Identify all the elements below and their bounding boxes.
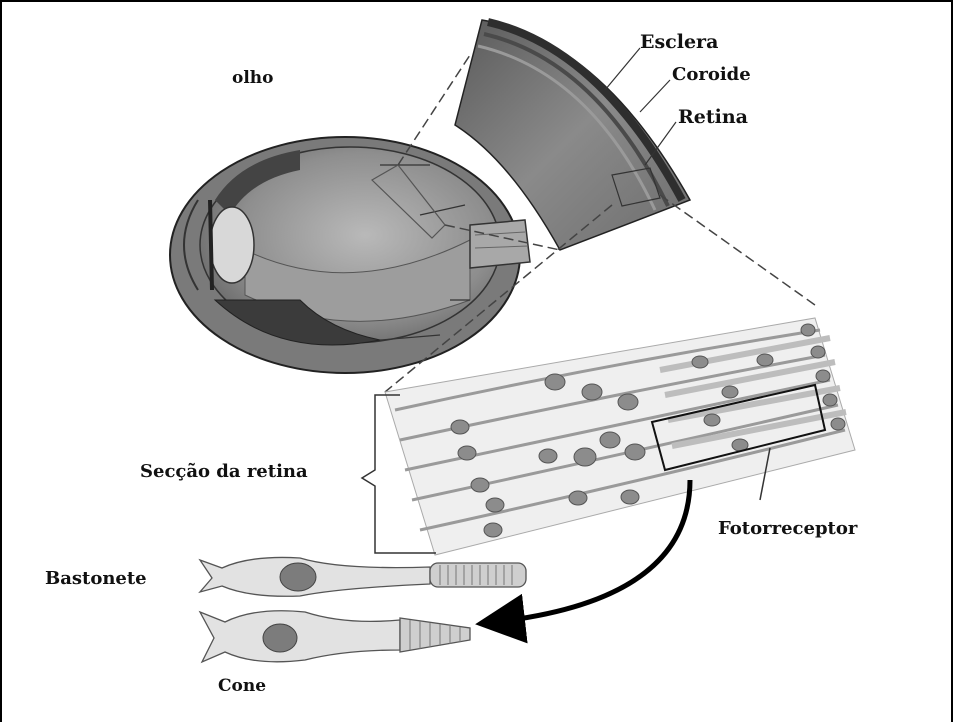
label-rod: Bastonete bbox=[45, 570, 147, 588]
label-photoreceptor: Fotorreceptor bbox=[718, 520, 857, 538]
rod-cell-illustration bbox=[200, 557, 526, 596]
eyeball-illustration bbox=[170, 137, 530, 373]
label-retina: Retina bbox=[678, 108, 748, 127]
label-choroid: Coroide bbox=[672, 66, 751, 84]
cone-cell-illustration bbox=[200, 611, 470, 662]
label-retina-section: Secção da retina bbox=[140, 463, 308, 481]
label-sclera: Esclera bbox=[640, 33, 718, 52]
label-cone: Cone bbox=[218, 678, 266, 695]
label-eye: olho bbox=[232, 70, 274, 87]
